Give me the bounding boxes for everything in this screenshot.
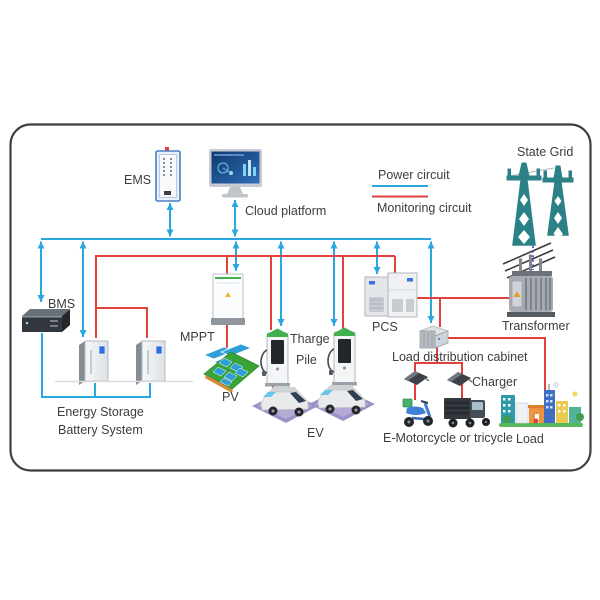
transformer-label: Transformer [502, 319, 570, 333]
red-load-branch [447, 337, 546, 391]
charge-pile-label-line1: Tharge [290, 332, 330, 346]
battery-cabinet-icon [136, 340, 166, 385]
load-distribution-cabinet-label: Load distribution cabinet [392, 350, 528, 364]
cloud-platform-label: Cloud platform [245, 204, 326, 218]
bms-battery-loop [41, 333, 151, 398]
red-main-line [95, 255, 395, 338]
bms-label: BMS [48, 297, 75, 311]
ems-icon [155, 147, 181, 202]
transformer-icon [507, 254, 555, 317]
pv-label: PV [222, 390, 239, 404]
ev-car-icon [252, 387, 318, 423]
labels: EMS Cloud platform State Grid BMS MPPT P… [48, 145, 573, 446]
battery-cabinet-icon [79, 340, 109, 385]
pv-panel-icon [203, 343, 260, 393]
load-label: Load [516, 432, 544, 446]
load-distribution-cabinet-icon [418, 325, 450, 349]
charge-pile-icon [327, 327, 357, 386]
pcs-label: PCS [372, 320, 398, 334]
e-motorcycle-icon [402, 398, 433, 427]
e-motorcycle-label: E-Motorcycle or tricycle [383, 431, 513, 445]
mppt-label: MPPT [180, 330, 215, 344]
load-city-icon [499, 382, 584, 427]
ev-car-icon [309, 385, 375, 421]
charger-label: Charger [472, 375, 517, 389]
legend-monitoring-label: Monitoring circuit [377, 201, 472, 215]
energy-storage-label-line1: Energy Storage [57, 405, 144, 419]
red-battery2-branch [96, 307, 148, 338]
diagram-border [9, 123, 592, 472]
charge-pile-icon [260, 328, 290, 387]
pcs-icon [364, 272, 418, 318]
charge-pile-label-line2: Pile [296, 353, 317, 367]
charger-icon [404, 371, 430, 385]
bms-icon [22, 309, 70, 332]
mppt-icon [211, 273, 245, 325]
legend: Power circuit Monitoring circuit [372, 168, 472, 215]
cloud-platform-icon [209, 149, 262, 198]
energy-storage-label-line2: Battery System [58, 423, 143, 437]
legend-power-label: Power circuit [378, 168, 450, 182]
state-grid-label: State Grid [517, 145, 573, 159]
state-grid-icon [506, 162, 574, 246]
tricycle-icon [444, 398, 490, 428]
charger-icon [447, 372, 473, 386]
ev-label: EV [307, 426, 324, 440]
ems-label: EMS [124, 173, 151, 187]
